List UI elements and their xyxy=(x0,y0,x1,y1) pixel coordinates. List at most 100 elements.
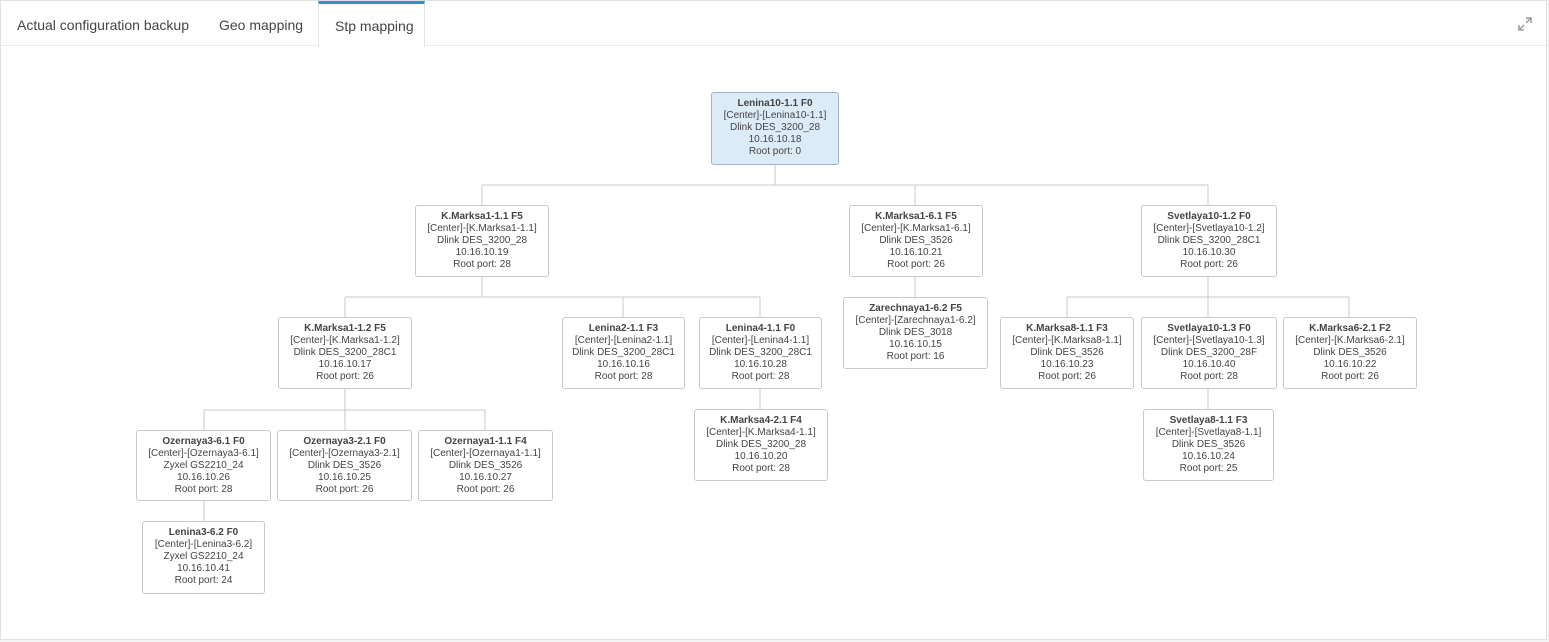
node-root-port: Root port: 26 xyxy=(1321,371,1379,382)
connector-root xyxy=(481,165,1209,205)
node-root-port: Root port: 25 xyxy=(1179,463,1238,474)
node-root-port: Root port: 26 xyxy=(456,484,515,495)
node-path: [Center]-[K.Marksa4-1.1] xyxy=(706,427,816,438)
node-path: [Center]-[Ozernaya3-2.1] xyxy=(289,448,400,459)
node-name: K.Marksa1-6.1 F5 xyxy=(875,211,957,222)
node-ip: 10.16.10.20 xyxy=(734,451,788,462)
node-model: Dlink DES_3526 xyxy=(307,460,382,471)
node-name: Lenina10-1.1 F0 xyxy=(737,98,813,109)
node-root-port: Root port: 26 xyxy=(1038,371,1096,382)
node-kmarksa1-1-2[interactable]: K.Marksa1-1.2 F5 [Center]-[K.Marksa1-1.2… xyxy=(278,317,412,389)
node-path: [Center]-[Lenina3-6.2] xyxy=(154,539,253,550)
node-ip: 10.16.10.25 xyxy=(318,472,371,483)
node-name: Zarechnaya1-6.2 F5 xyxy=(869,303,962,314)
node-ip: 10.16.10.24 xyxy=(1182,451,1235,462)
node-ip: 10.16.10.28 xyxy=(734,359,787,370)
node-svetlaya10-1-2[interactable]: Svetlaya10-1.2 F0 [Center]-[Svetlaya10-1… xyxy=(1141,205,1277,277)
node-ip: 10.16.10.23 xyxy=(1040,359,1094,370)
connector-kmarksa1-1-1 xyxy=(344,277,761,317)
node-path: [Center]-[K.Marksa8-1.1] xyxy=(1012,335,1122,346)
tab-bar: Actual configuration backup Geo mapping … xyxy=(1,1,1546,47)
node-kmarksa8-1-1[interactable]: K.Marksa8-1.1 F3 [Center]-[K.Marksa8-1.1… xyxy=(1000,317,1134,389)
node-path: [Center]-[Svetlaya10-1.3] xyxy=(1153,335,1265,346)
node-model: Dlink DES_3200_28C1 xyxy=(1157,235,1261,246)
node-ip: 10.16.10.18 xyxy=(748,134,802,145)
node-path: [Center]-[Svetlaya10-1.2] xyxy=(1153,223,1265,234)
node-name: Ozernaya3-2.1 F0 xyxy=(303,436,386,447)
node-path: [Center]-[Ozernaya3-6.1] xyxy=(148,448,259,459)
node-path: [Center]-[K.Marksa1-1.2] xyxy=(290,335,400,346)
node-model: Dlink DES_3526 xyxy=(1030,347,1104,358)
node-model: Dlink DES_3526 xyxy=(1313,347,1387,358)
node-lenina4-1-1[interactable]: Lenina4-1.1 F0 [Center]-[Lenina4-1.1] Dl… xyxy=(699,317,822,389)
tab-geo-mapping[interactable]: Geo mapping xyxy=(219,17,304,33)
node-zarechnaya1-6-2[interactable]: Zarechnaya1-6.2 F5 [Center]-[Zarechnaya1… xyxy=(843,297,988,369)
node-root-port: Root port: 26 xyxy=(316,371,374,382)
node-model: Dlink DES_3526 xyxy=(879,235,953,246)
node-kmarksa1-6-1[interactable]: K.Marksa1-6.1 F5 [Center]-[K.Marksa1-6.1… xyxy=(849,205,983,277)
node-ip: 10.16.10.17 xyxy=(318,359,372,370)
stp-tree-diagram: Lenina10-1.1 F0 [Center]-[Lenina10-1.1] … xyxy=(1,47,1548,641)
node-name: Lenina2-1.1 F3 xyxy=(588,323,659,334)
node-root-port: Root port: 24 xyxy=(174,575,233,586)
node-model: Dlink DES_3200_28 xyxy=(729,122,821,133)
node-path: [Center]-[K.Marksa6-2.1] xyxy=(1295,335,1405,346)
connector-kmarksa1-1-2 xyxy=(203,389,486,430)
node-model: Dlink DES_3200_28C1 xyxy=(293,347,397,358)
node-name: K.Marksa1-1.1 F5 xyxy=(441,211,523,222)
node-ip: 10.16.10.22 xyxy=(1323,359,1377,370)
node-model: Dlink DES_3526 xyxy=(1171,439,1246,450)
node-model: Dlink DES_3200_28 xyxy=(715,439,807,450)
node-model: Zyxel GS2210_24 xyxy=(163,460,244,471)
node-ip: 10.16.10.19 xyxy=(455,247,509,258)
node-root-port: Root port: 0 xyxy=(748,146,802,157)
node-path: [Center]-[Lenina4-1.1] xyxy=(711,335,810,346)
node-name: K.Marksa4-2.1 F4 xyxy=(720,415,802,426)
node-path: [Center]-[K.Marksa1-1.1] xyxy=(427,223,537,234)
node-root-port: Root port: 28 xyxy=(1180,371,1238,382)
tab-stp-mapping[interactable]: Stp mapping xyxy=(318,1,425,47)
node-ip: 10.16.10.16 xyxy=(597,359,650,370)
node-ip: 10.16.10.27 xyxy=(459,472,512,483)
node-model: Dlink DES_3018 xyxy=(878,327,953,338)
node-kmarksa1-1-1[interactable]: K.Marksa1-1.1 F5 [Center]-[K.Marksa1-1.1… xyxy=(415,205,549,277)
node-name: Svetlaya10-1.2 F0 xyxy=(1167,211,1251,222)
expand-icon-glyph xyxy=(1518,17,1532,31)
node-name: K.Marksa1-1.2 F5 xyxy=(304,323,386,334)
node-lenina3-6-2[interactable]: Lenina3-6.2 F0 [Center]-[Lenina3-6.2] Zy… xyxy=(142,521,265,594)
node-name: Ozernaya1-1.1 F4 xyxy=(444,436,527,447)
node-root-port: Root port: 28 xyxy=(594,371,653,382)
node-kmarksa6-2-1[interactable]: K.Marksa6-2.1 F2 [Center]-[K.Marksa6-2.1… xyxy=(1283,317,1417,389)
node-ozernaya3-2-1[interactable]: Ozernaya3-2.1 F0 [Center]-[Ozernaya3-2.1… xyxy=(277,430,412,501)
node-ip: 10.16.10.41 xyxy=(177,563,230,574)
tree-connectors xyxy=(203,165,1350,521)
node-ip: 10.16.10.30 xyxy=(1182,247,1236,258)
node-root-port: Root port: 28 xyxy=(174,484,233,495)
node-path: [Center]-[Ozernaya1-1.1] xyxy=(430,448,541,459)
node-kmarksa4-2-1[interactable]: K.Marksa4-2.1 F4 [Center]-[K.Marksa4-1.1… xyxy=(694,409,828,481)
node-lenina10-1-1[interactable]: Lenina10-1.1 F0 [Center]-[Lenina10-1.1] … xyxy=(711,92,839,165)
node-ip: 10.16.10.40 xyxy=(1182,359,1236,370)
tab-actual-configuration-backup[interactable]: Actual configuration backup xyxy=(17,17,189,33)
node-model: Dlink DES_3200_28F xyxy=(1160,347,1258,358)
node-path: [Center]-[Zarechnaya1-6.2] xyxy=(855,315,976,326)
node-root-port: Root port: 26 xyxy=(315,484,374,495)
node-root-port: Root port: 28 xyxy=(453,259,511,270)
node-model: Dlink DES_3200_28C1 xyxy=(572,347,675,358)
node-path: [Center]-[Lenina10-1.1] xyxy=(723,110,827,121)
node-path: [Center]-[Lenina2-1.1] xyxy=(574,335,673,346)
node-root-port: Root port: 28 xyxy=(732,463,790,474)
node-ozernaya1-1-1[interactable]: Ozernaya1-1.1 F4 [Center]-[Ozernaya1-1.1… xyxy=(418,430,553,501)
node-model: Dlink DES_3200_28C1 xyxy=(709,347,812,358)
node-lenina2-1-1[interactable]: Lenina2-1.1 F3 [Center]-[Lenina2-1.1] Dl… xyxy=(562,317,685,389)
node-ozernaya3-6-1[interactable]: Ozernaya3-6.1 F0 [Center]-[Ozernaya3-6.1… xyxy=(136,430,271,501)
expand-icon[interactable] xyxy=(1516,15,1534,33)
node-svetlaya10-1-3[interactable]: Svetlaya10-1.3 F0 [Center]-[Svetlaya10-1… xyxy=(1141,317,1277,389)
node-name: Lenina4-1.1 F0 xyxy=(725,323,796,334)
node-ip: 10.16.10.15 xyxy=(889,339,942,350)
node-svetlaya8-1-1[interactable]: Svetlaya8-1.1 F3 [Center]-[Svetlaya8-1.1… xyxy=(1143,409,1274,481)
node-name: K.Marksa8-1.1 F3 xyxy=(1026,323,1108,334)
node-root-port: Root port: 26 xyxy=(887,259,945,270)
node-name: Ozernaya3-6.1 F0 xyxy=(162,436,245,447)
